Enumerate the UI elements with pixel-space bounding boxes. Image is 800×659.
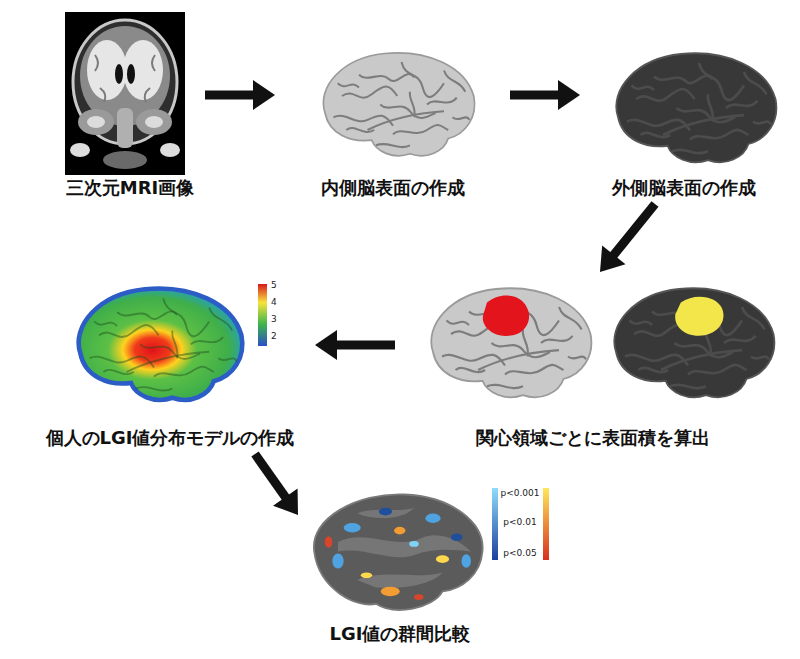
arrow-head: [600, 245, 625, 272]
step-panel: 三次元MRI画像: [55, 8, 205, 204]
step-caption: 個人のLGI値分布モデルの作成: [46, 427, 295, 449]
colorbar-tick: 2: [271, 331, 277, 342]
p-value-label: p<0.05: [503, 548, 536, 559]
step-caption: 外側脳表面の作成: [612, 177, 756, 199]
lgi-map-brain: [79, 289, 243, 400]
colorbar-tick: 4: [271, 297, 277, 308]
flow-arrow: [205, 80, 275, 110]
p-colorbar-positive: [543, 488, 549, 560]
colorbar-tick: 5: [271, 280, 277, 291]
roi-inner-brain: [431, 288, 591, 397]
arrow-shaft: [255, 454, 286, 499]
flow-arrow: [315, 330, 395, 360]
step-caption: 関心領域ごとに表面積を算出: [476, 427, 710, 449]
p-colorbar-negative: [492, 488, 498, 560]
outer-brain-surface: [616, 53, 776, 162]
p-value-label: p<0.01: [503, 517, 536, 528]
flow-arrow: [510, 80, 580, 110]
arrow-head: [253, 80, 275, 110]
step-caption: 三次元MRI画像: [66, 177, 194, 199]
arrow-head: [273, 488, 298, 515]
lgi-colorbar: [258, 284, 267, 346]
step-panel: 関心領域ごとに表面積を算出: [395, 272, 790, 454]
step-caption: 内側脳表面の作成: [321, 177, 465, 199]
inner-brain-surface: [323, 53, 474, 156]
roi-outer-brain: [614, 288, 774, 397]
colorbar-tick: 3: [271, 314, 277, 325]
group-comparison-brain: [314, 494, 483, 609]
step-panel: 内側脳表面の作成: [275, 35, 510, 204]
flow-arrow: [600, 204, 655, 272]
arrow-shaft: [335, 341, 395, 350]
arrow-head: [315, 330, 337, 360]
mri-image: [65, 12, 185, 175]
step-caption: LGI値の群間比較: [330, 623, 471, 645]
step-panel: 外側脳表面の作成: [580, 35, 788, 204]
arrow-shaft: [510, 91, 560, 100]
flow-arrow: [255, 454, 298, 515]
p-value-label: p<0.001: [500, 488, 539, 499]
arrow-shaft: [205, 91, 255, 100]
step-panel: LGI値の群間比較: [298, 483, 502, 650]
arrow-shaft: [613, 204, 655, 256]
arrow-head: [558, 80, 580, 110]
